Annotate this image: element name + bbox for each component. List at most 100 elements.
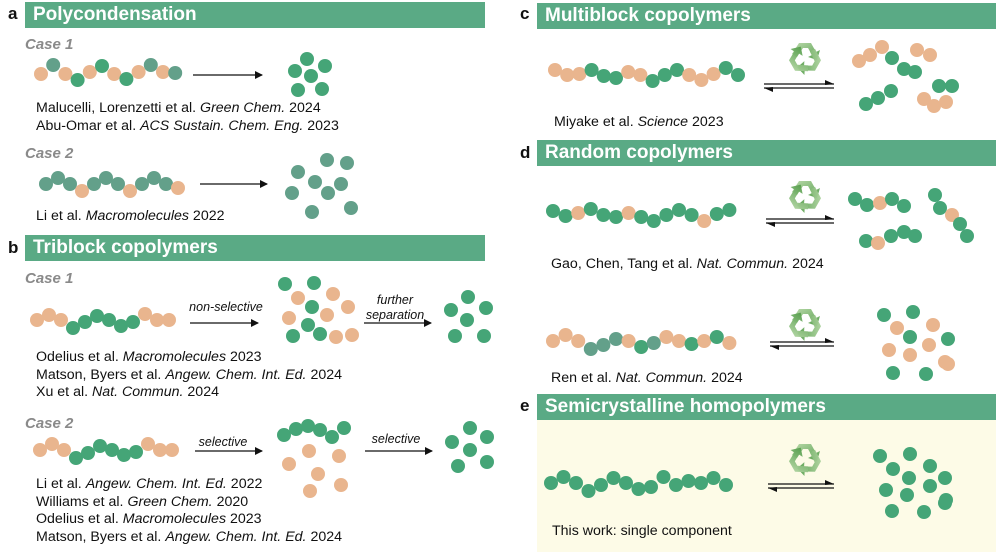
chain-monomer (606, 471, 621, 485)
free-monomer (344, 201, 358, 215)
chain-monomer (171, 181, 185, 195)
free-monomer (308, 175, 322, 189)
free-monomer (313, 327, 327, 341)
fragment-monomer (923, 48, 937, 62)
free-monomer (286, 329, 300, 343)
free-monomer (291, 83, 305, 97)
chain-monomer (75, 184, 89, 198)
chain-monomer (57, 443, 71, 457)
chain-monomer (107, 67, 122, 81)
free-monomer (300, 52, 314, 66)
reference: Gao, Chen, Tang et al. Nat. Commun. 2024 (551, 256, 824, 272)
chain-monomer (78, 315, 92, 329)
free-monomer (341, 300, 355, 314)
chain-monomer (694, 73, 709, 87)
chain-monomer (560, 68, 575, 82)
fragment-monomer (863, 48, 877, 62)
chain-monomer (706, 67, 721, 81)
free-monomer (307, 276, 321, 290)
fragment-monomer (910, 43, 924, 57)
chain-monomer (81, 446, 95, 460)
fragment-monomer (875, 40, 889, 54)
panel-d-case2-refs: Ren et al. Nat. Commun. 2024 (551, 370, 743, 388)
chain-monomer (82, 65, 97, 79)
panel-b-case2-arrow2-label: selective (371, 432, 421, 446)
free-monomer (282, 311, 296, 325)
chain-monomer (669, 478, 683, 492)
reference: Li et al. Macromolecules 2022 (36, 208, 225, 224)
fragment-monomer (860, 198, 874, 212)
fragment-monomer (852, 54, 866, 68)
free-monomer (334, 177, 348, 191)
chain-monomer (58, 67, 73, 81)
free-monomer (461, 290, 475, 304)
fragment-monomer (908, 65, 922, 79)
reference: Odelius et al. Macromolecules 2023 (36, 349, 262, 365)
panel-a-case1-refs: Malucelli, Lorenzetti et al. Green Chem.… (36, 100, 339, 135)
free-monomer (301, 318, 315, 332)
chain-monomer (706, 471, 721, 485)
chain-monomer (583, 202, 598, 216)
free-monomer (877, 308, 891, 322)
chain-monomer (709, 207, 724, 221)
free-monomer (460, 313, 474, 327)
chain-monomer (119, 72, 134, 86)
chain-monomer (594, 478, 608, 492)
panel-b-case1-label: Case 1 (25, 270, 74, 287)
free-monomer (320, 308, 334, 322)
chain-monomer (99, 171, 113, 185)
free-monomer (938, 355, 952, 369)
free-monomer (291, 291, 305, 305)
fragment-monomer (945, 208, 959, 222)
panel-e-highlight (537, 419, 996, 552)
recycle-icon (789, 309, 821, 341)
equilibrium-arrows-icon (766, 215, 834, 227)
equilibrium-arrows-icon (770, 338, 834, 350)
free-monomer (332, 449, 346, 463)
chain-monomer (571, 206, 586, 220)
chain-monomer (697, 214, 712, 228)
chain-monomer (90, 309, 104, 323)
free-monomer (463, 443, 477, 457)
free-monomer (480, 430, 494, 444)
chain-monomer (659, 208, 674, 222)
free-monomer (906, 305, 920, 319)
panel-b-letter: b (8, 238, 19, 257)
chain-monomer (596, 338, 611, 352)
free-monomer (941, 332, 955, 346)
chain-monomer (672, 203, 686, 217)
chain-monomer (69, 451, 83, 465)
panel-c-header: Multiblock copolymers (537, 3, 996, 29)
fragment-monomer (960, 229, 974, 243)
chain-monomer (657, 68, 672, 82)
chain-monomer (584, 63, 599, 77)
chain-monomer (301, 419, 315, 433)
free-monomer (480, 455, 494, 469)
chain-monomer (544, 476, 558, 490)
panel-b-case1-arrow1-label: non-selective (189, 300, 263, 314)
panel-e-letter: e (520, 396, 530, 415)
chain-monomer (572, 67, 587, 81)
chain-monomer (33, 443, 47, 457)
fragment-monomer (928, 188, 942, 202)
fragment-monomer (917, 92, 931, 106)
chain-monomer (569, 476, 583, 490)
free-monomer (304, 69, 318, 83)
chain-monomer (659, 330, 674, 344)
free-monomer (305, 300, 319, 314)
fragment-monomer (897, 199, 911, 213)
chain-monomer (571, 334, 586, 348)
chain-monomer (609, 210, 623, 224)
chain-monomer (583, 342, 598, 356)
free-monomer (282, 457, 296, 471)
panel-b-case2-refs: Li et al. Angew. Chem. Int. Ed. 2022 Wil… (36, 476, 342, 546)
chain-monomer (609, 332, 623, 346)
free-monomer (326, 287, 340, 301)
chain-monomer (596, 208, 611, 222)
chain-monomer (126, 315, 140, 329)
free-monomer (926, 318, 940, 332)
chain-monomer (159, 177, 173, 191)
recycle-icon (789, 43, 821, 75)
free-monomer (903, 447, 917, 461)
chain-monomer (722, 336, 737, 350)
